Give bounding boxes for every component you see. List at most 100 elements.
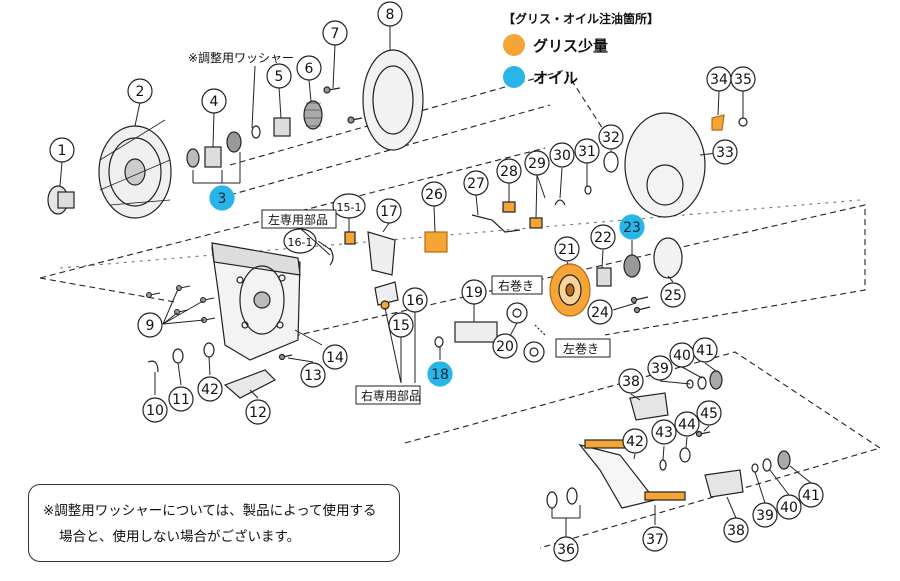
part-callout-circle xyxy=(296,55,322,81)
part-callout-circle xyxy=(798,482,824,508)
part-callout-39: 39 xyxy=(647,355,673,381)
part-callout-26: 26 xyxy=(421,181,447,207)
part-callout-number: 3 xyxy=(218,191,227,207)
part-callout-10: 10 xyxy=(142,397,168,423)
reel-parts-drawings xyxy=(47,49,791,509)
part-callout-number: 34 xyxy=(710,72,728,88)
part-callout-37: 37 xyxy=(642,526,668,552)
part-callout-8: 8 xyxy=(377,1,403,27)
part-callout-circle xyxy=(376,198,402,224)
part-callout-circle xyxy=(496,158,522,184)
oil-swatch-icon xyxy=(503,66,525,88)
part-callout-number: 22 xyxy=(594,230,612,246)
part-callout-number: 36 xyxy=(557,542,575,558)
part-callout-4: 4 xyxy=(201,88,227,114)
part-callout-30: 30 xyxy=(549,142,575,168)
part-callout-number: 40 xyxy=(673,348,691,364)
part-callout-circle xyxy=(723,517,749,543)
part-pawl-drawing xyxy=(329,231,399,310)
part-callout-circle xyxy=(692,337,718,363)
part-callout-circle xyxy=(587,299,613,325)
part-callout-circle xyxy=(322,20,348,46)
part-callout-1: 1 xyxy=(49,137,75,163)
part-callout-number: 17 xyxy=(380,204,398,220)
part-callout-circle xyxy=(332,193,366,219)
part-callout-circle xyxy=(137,312,163,338)
left-only-label: 左専用部品 xyxy=(268,212,328,227)
part-callout-circle xyxy=(402,287,428,313)
part-callout-24: 24 xyxy=(587,299,613,325)
part-callout-number: 39 xyxy=(756,508,774,524)
part-callout-circle xyxy=(300,362,326,388)
part-callout-16-1: 16-1 xyxy=(283,228,317,254)
part-callout-2: 2 xyxy=(127,78,153,104)
part-callout-number: 5 xyxy=(275,69,284,85)
part-washers-drawing xyxy=(147,342,293,399)
part-callout-number: 4 xyxy=(210,94,219,110)
part-frame-drawing xyxy=(211,242,301,361)
part-callout-circle xyxy=(492,333,518,359)
part-callout-39: 39 xyxy=(752,502,778,528)
part-callout-number: 38 xyxy=(727,523,745,539)
part-callout-7: 7 xyxy=(322,20,348,46)
part-callout-circle xyxy=(647,355,673,381)
right-only-label-box xyxy=(355,385,421,405)
part-ratchet-drawing xyxy=(424,185,592,253)
part-callout-circle xyxy=(730,66,756,92)
part-callout-number: 8 xyxy=(386,7,395,23)
part-callout-circle xyxy=(209,185,235,211)
annotation-labels: ※調整用ワッシャー 左専用部品 右専用部品 右巻き 左巻き xyxy=(188,50,611,405)
part-callout-number: 40 xyxy=(780,500,798,516)
part-callout-circle xyxy=(651,419,677,445)
part-callout-19: 19 xyxy=(461,279,487,305)
part-callout-number: 41 xyxy=(696,343,714,359)
part-callout-38: 38 xyxy=(618,368,644,394)
part-callout-40: 40 xyxy=(669,342,695,368)
part-callout-42: 42 xyxy=(622,428,648,454)
part-side-plate-drawing xyxy=(603,112,748,218)
part-callout-32: 32 xyxy=(598,124,624,150)
part-callout-number: 23 xyxy=(623,220,641,236)
legend-label-oil: オイル xyxy=(533,69,579,87)
part-callout-number: 7 xyxy=(331,26,340,42)
part-callout-number: 37 xyxy=(646,532,664,548)
part-callout-number: 32 xyxy=(602,130,620,146)
part-callout-circle xyxy=(776,494,802,520)
part-callout-number: 38 xyxy=(622,374,640,390)
part-callout-circle xyxy=(461,279,487,305)
part-callout-number: 18 xyxy=(431,367,449,383)
part-callout-number: 11 xyxy=(172,392,190,408)
part-callout-circle xyxy=(622,428,648,454)
part-callout-33: 33 xyxy=(712,139,738,165)
part-callout-28: 28 xyxy=(496,158,522,184)
part-callout-17: 17 xyxy=(376,198,402,224)
part-callout-18: 18 xyxy=(427,361,453,387)
part-callout-number: 14 xyxy=(326,350,344,366)
part-callout-3: 3 xyxy=(209,185,235,211)
washer-note-box: ※調整用ワッシャーについては、製品によって使用する 場合と、使用しない場合がござ… xyxy=(28,484,400,562)
part-callout-circle xyxy=(642,526,668,552)
part-callout-number: 25 xyxy=(664,288,682,304)
part-callout-circle xyxy=(696,400,722,426)
part-callout-circle xyxy=(168,386,194,412)
part-callout-43: 43 xyxy=(651,419,677,445)
part-callout-circle xyxy=(752,502,778,528)
part-callout-number: 15-1 xyxy=(337,201,362,214)
part-callout-40: 40 xyxy=(776,494,802,520)
part-callout-number: 35 xyxy=(734,72,752,88)
part-callout-20: 20 xyxy=(492,333,518,359)
right-wind-label: 右巻き xyxy=(498,278,534,293)
part-callout-number: 20 xyxy=(496,339,514,355)
part-callout-circle xyxy=(49,137,75,163)
part-callout-21: 21 xyxy=(554,236,580,262)
part-callout-number: 42 xyxy=(626,434,644,450)
part-callout-38: 38 xyxy=(723,517,749,543)
part-callout-number: 12 xyxy=(249,405,267,421)
left-wind-label-box xyxy=(555,338,611,358)
part-callout-circle xyxy=(549,142,575,168)
part-callout-number: 15 xyxy=(392,318,410,334)
part-callout-23: 23 xyxy=(619,214,645,240)
part-callout-circle xyxy=(388,312,414,338)
